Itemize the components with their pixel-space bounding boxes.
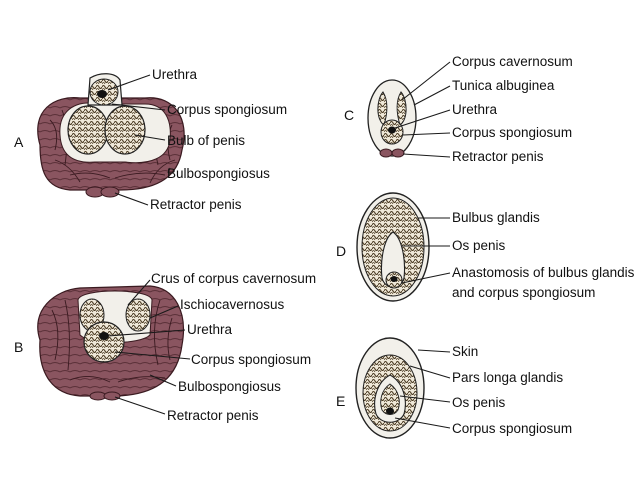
panel-a-retractor-penis xyxy=(85,186,120,198)
panel-b-label-corpus-spongiosum: Corpus spongiosum xyxy=(191,352,311,367)
panel-b-label-ischiocavernosus: Ischiocavernosus xyxy=(180,297,285,312)
panel-a-label-corpus-spongiosum: Corpus spongiosum xyxy=(167,102,287,117)
panel-b-corpus-spongiosum xyxy=(83,321,125,363)
panel-c-label-corpus-spongiosum: Corpus spongiosum xyxy=(452,125,572,140)
panel-e-urethra xyxy=(386,407,394,415)
panel-c-label-urethra: Urethra xyxy=(452,102,498,117)
panel-b-retractor-penis xyxy=(89,391,121,401)
panel-a-bulb-right xyxy=(104,105,146,155)
panel-a-bulb-left xyxy=(67,105,109,155)
panel-c-label-corpus-cavernosum: Corpus cavernosum xyxy=(452,54,573,69)
panel-a-label-urethra: Urethra xyxy=(152,67,198,82)
panel-d-letter: D xyxy=(336,243,346,259)
panel-c-label-tunica-albuginea: Tunica albuginea xyxy=(452,78,555,93)
panel-e-label-pars-longa-glandis: Pars longa glandis xyxy=(452,370,563,385)
panel-c-letter: C xyxy=(344,107,354,123)
panel-b-crus-right xyxy=(125,298,151,332)
panel-b-label-bulbospongiosus: Bulbospongiosus xyxy=(178,379,281,394)
panel-e-label-os-penis: Os penis xyxy=(452,395,506,410)
panel-a: A Urethra Corpus spongiosum Bulb of peni… xyxy=(14,67,287,212)
panel-c-retractor-penis xyxy=(379,148,405,158)
panel-a-label-retractor-penis: Retractor penis xyxy=(150,197,242,212)
panel-a-urethra xyxy=(97,90,107,98)
panel-a-label-bulbospongiosus: Bulbospongiosus xyxy=(167,166,270,181)
panel-d: D Bulbus glandis Os penis Anastomosis of… xyxy=(336,192,635,302)
panel-b-label-retractor-penis: Retractor penis xyxy=(167,408,259,423)
panel-c-urethra xyxy=(388,126,396,134)
panel-e-letter: E xyxy=(336,393,345,409)
panel-b-label-urethra: Urethra xyxy=(187,322,233,337)
panel-b-urethra xyxy=(99,332,109,340)
panel-e: E Skin Pars longa glandis Os penis Corpu… xyxy=(336,337,572,439)
panel-b: B Crus of corpus cavernosum Ischiocavern… xyxy=(14,271,316,423)
panel-d-label-os-penis: Os penis xyxy=(452,238,506,253)
panel-e-label-corpus-spongiosum: Corpus spongiosum xyxy=(452,421,572,436)
panel-d-label-anastomosis-1: Anastomosis of bulbus glandis xyxy=(452,265,635,280)
panel-b-letter: B xyxy=(14,339,23,355)
panel-c-tunica-albuginea xyxy=(367,79,417,157)
panel-a-label-bulb-of-penis: Bulb of penis xyxy=(167,133,245,148)
panel-c: C Corpus cavernosum Tunica albuginea Ure… xyxy=(344,54,573,164)
panel-e-label-skin: Skin xyxy=(452,344,478,359)
panel-a-letter: A xyxy=(14,134,24,150)
panel-b-label-crus: Crus of corpus cavernosum xyxy=(151,271,316,286)
panel-c-label-retractor-penis: Retractor penis xyxy=(452,149,544,164)
panel-d-label-anastomosis-2: and corpus spongiosum xyxy=(452,285,595,300)
panel-d-urethra xyxy=(390,276,398,282)
panel-d-label-bulbus-glandis: Bulbus glandis xyxy=(452,210,540,225)
